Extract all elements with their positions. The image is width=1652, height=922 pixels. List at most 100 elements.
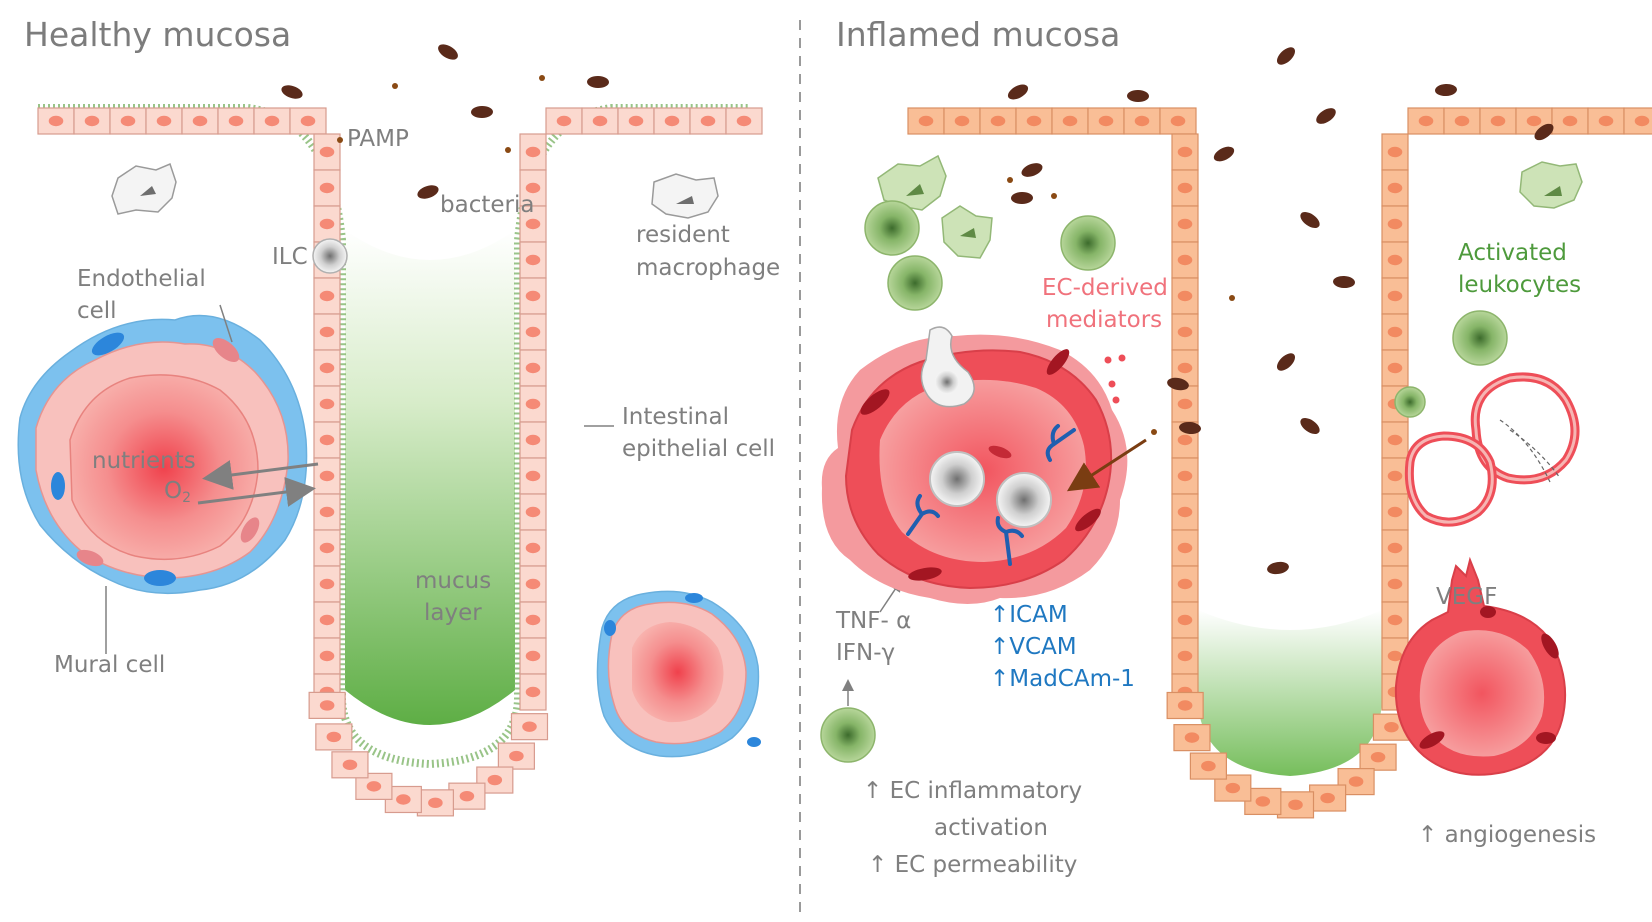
inflamed-vessel (821, 326, 1128, 604)
inflamed-top-cell-nucleus (918, 115, 934, 127)
healthy-bottom-cell-nucleus (509, 750, 524, 762)
healthy-side-cell-nucleus (319, 506, 335, 518)
endothelial-pointer (219, 304, 233, 343)
bacterium (1011, 191, 1033, 205)
inflamed-side-cell-nucleus (1177, 434, 1193, 446)
endothelial-label-2: cell (77, 298, 117, 324)
healthy-bottom-cell-nucleus (487, 774, 503, 786)
bacterium (1021, 163, 1043, 177)
vegf-label: VEGF (1436, 584, 1498, 610)
leukocyte-5 (1394, 386, 1426, 418)
bacterium (587, 75, 609, 89)
bacterium (1267, 561, 1289, 575)
healthy-top-cell-nucleus (228, 115, 244, 127)
pamp-dot (1007, 177, 1013, 183)
activated-macrophage-2 (941, 205, 993, 259)
healthy-top-cell (689, 107, 727, 135)
bacterium (1300, 418, 1320, 434)
pamp-dot (1051, 193, 1057, 199)
inflamed-bottom-cell-nucleus (1288, 799, 1303, 811)
bacterium (417, 185, 439, 199)
tnf-label: TNF- α (836, 608, 912, 634)
mediator-dot-1 (1104, 356, 1112, 364)
leukocyte-6 (820, 707, 876, 763)
inflamed-top-cell-nucleus (1598, 115, 1614, 127)
healthy-bottom-cell-nucleus (459, 790, 475, 802)
inflamed-title: Inflamed mucosa (836, 15, 1121, 54)
inflamed-side-cell-nucleus (1387, 326, 1403, 338)
bacterium (1300, 212, 1320, 228)
inflamed-side-cell-nucleus (1177, 542, 1193, 554)
healthy-side-cell-nucleus (319, 434, 335, 446)
inflamed-side-cell-nucleus (1177, 398, 1193, 410)
layer-label: layer (424, 600, 482, 626)
leukocyte-1 (864, 200, 920, 256)
healthy-bottom-cell-nucleus (326, 731, 342, 743)
healthy-top-cell-nucleus (300, 115, 316, 127)
leukocyte-3 (1060, 215, 1116, 271)
adhesion-molecule-1 (906, 494, 940, 536)
healthy-bottom-cell-nucleus (396, 794, 411, 805)
mucus-label: mucus (415, 568, 492, 594)
leukocyte-2 (887, 255, 943, 311)
adhered-leukocyte-2 (996, 472, 1052, 528)
healthy-side-cell-nucleus (525, 686, 541, 698)
sprout-dash-2 (1499, 419, 1551, 483)
healthy-side-cell-nucleus (319, 542, 335, 554)
healthy-top-cell-nucleus (628, 115, 644, 127)
bacterium (1167, 377, 1189, 391)
bacterium (1435, 83, 1457, 97)
healthy-title: Healthy mucosa (24, 15, 292, 54)
inflamed-top-cell-nucleus (1490, 115, 1506, 127)
healthy-side-cell-nucleus (319, 326, 335, 338)
healthy-bottom-cell-nucleus (428, 797, 443, 809)
healthy-top-cell (109, 107, 147, 135)
pamp-dot (337, 137, 343, 143)
bacterium (1127, 89, 1149, 103)
activated-macrophage-3 (1519, 161, 1583, 209)
healthy-side-cell-nucleus (525, 506, 541, 518)
healthy-top-cell-nucleus (48, 115, 64, 127)
healthy-side-cell-nucleus (525, 290, 541, 302)
ilc-cell (312, 238, 348, 274)
healthy-top-cell-nucleus (156, 115, 172, 127)
small-healthy-vessel (596, 590, 761, 758)
inflamed-side-cell-nucleus (1177, 650, 1193, 662)
activated-label: Activated (1458, 240, 1567, 266)
o2-arrow (197, 477, 316, 507)
inflamed-side-cell (1381, 601, 1409, 639)
activation-label: activation (934, 815, 1048, 841)
mediator-dot-3 (1108, 380, 1116, 388)
healthy-side-cell-nucleus (319, 578, 335, 590)
inflamed-side-cell-nucleus (1387, 146, 1403, 158)
inflamed-epithelium (907, 107, 1652, 819)
inflamed-side-cell-nucleus (1387, 614, 1403, 626)
inflamed-top-cell-nucleus (1062, 115, 1078, 127)
angiogenic-vessel (1394, 556, 1567, 776)
inflamed-side-cell-nucleus (1177, 290, 1193, 302)
healthy-side-cell-nucleus (525, 326, 541, 338)
healthy-bottom-cell-nucleus (342, 759, 358, 771)
epithelial-label: Intestinal (622, 404, 729, 430)
healthy-side-cell-nucleus (319, 614, 335, 626)
inflamed-side-cell-nucleus (1177, 362, 1193, 374)
pamp-dot (505, 147, 511, 153)
healthy-top-cell (725, 107, 763, 135)
bacterium (1276, 47, 1296, 65)
bacterium (1534, 123, 1554, 141)
adhesion-molecule-2 (995, 516, 1024, 566)
healthy-side-cell-nucleus (319, 398, 335, 410)
inflamed-top-cell-nucleus (954, 115, 970, 127)
ec-inflammatory-label: ↑ EC inflammatory (863, 778, 1083, 804)
healthy-side-cell-nucleus (319, 470, 335, 482)
inflamed-side-cell-nucleus (1177, 614, 1193, 626)
healthy-side-cell-nucleus (319, 182, 335, 194)
inflamed-side-cell-nucleus (1387, 434, 1403, 446)
pamp-label: PAMP (347, 126, 409, 152)
resident-label: resident (636, 222, 730, 248)
mediator-dot-2 (1118, 354, 1126, 362)
healthy-side-cell-nucleus (525, 398, 541, 410)
healthy-top-cell-nucleus (664, 115, 680, 127)
healthy-side-cell (519, 601, 547, 639)
